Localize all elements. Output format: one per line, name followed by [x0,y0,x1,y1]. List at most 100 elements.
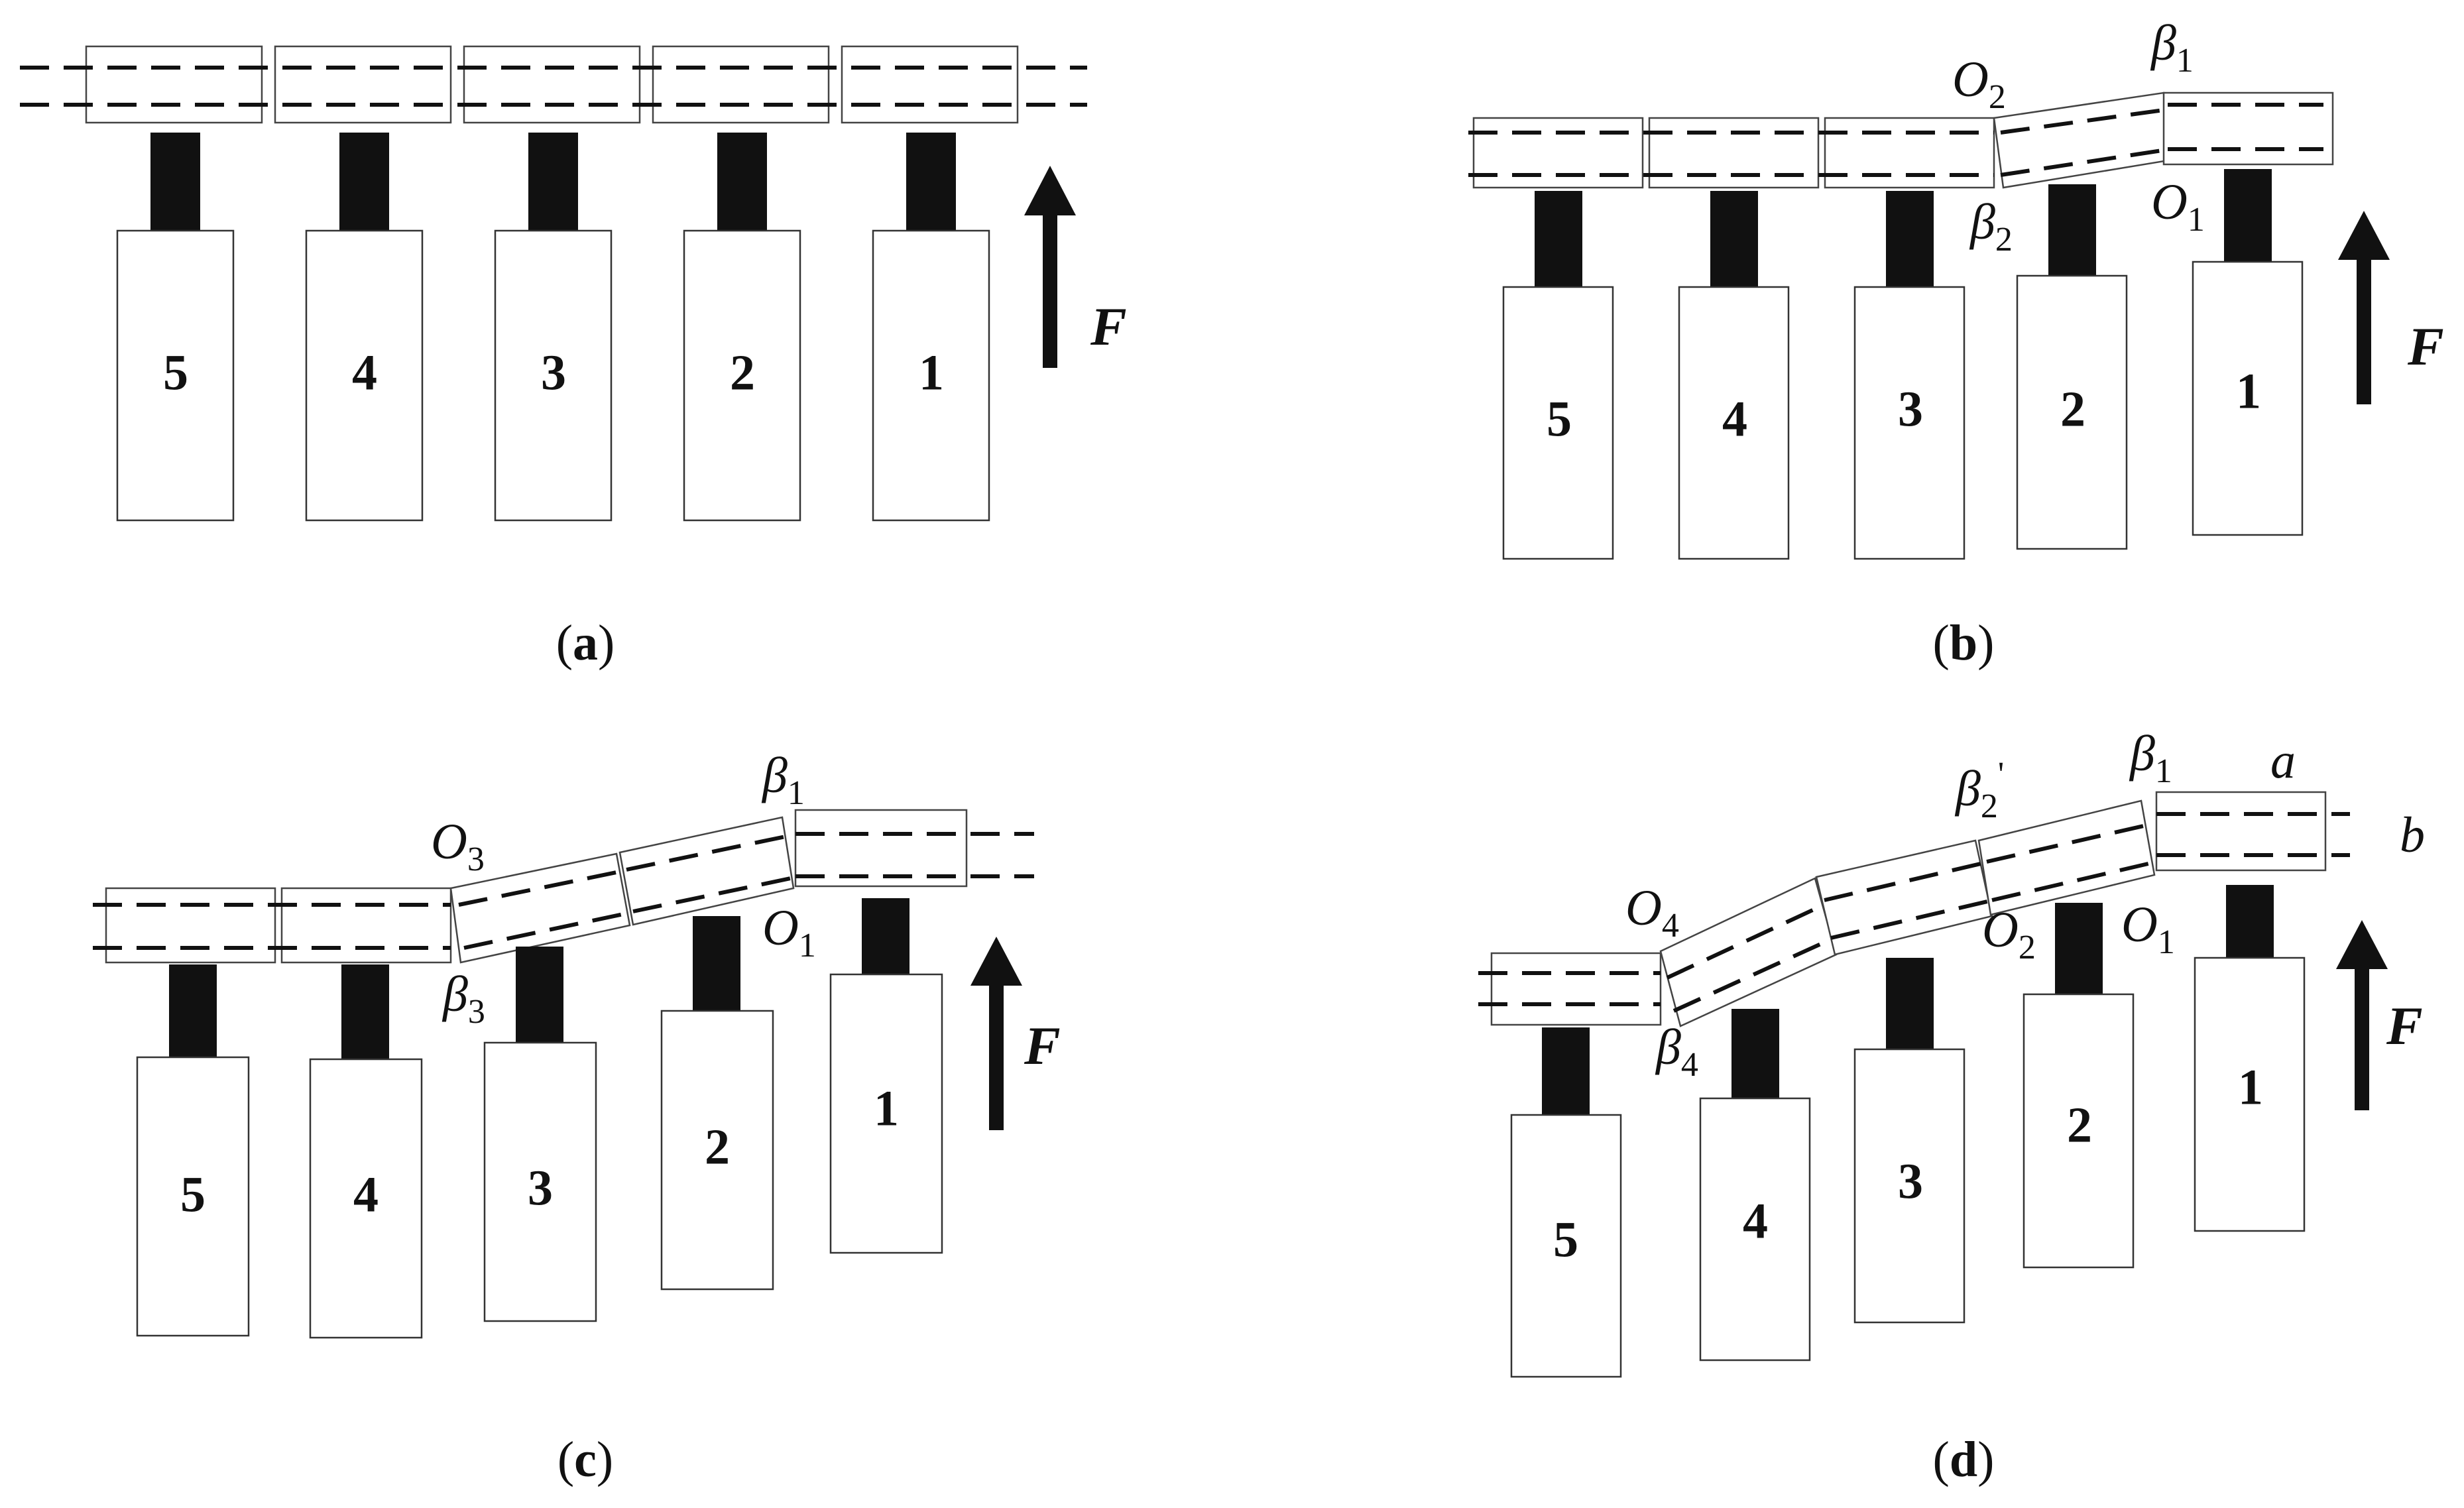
panel-c: 5 4 3 2 1 F β1 O3 O1 β3 [93,748,1061,1487]
label-O2: O2 [1952,52,2006,116]
panel-a: 5 4 3 2 1 F (a) [20,45,1127,671]
cylinder-body [1678,286,1790,560]
piston-rod [169,964,217,1057]
force-arrow-a: F [1024,166,1127,368]
piston-rod [906,133,956,231]
force-arrow-b: F [2338,211,2444,404]
cylinder-5: 5 [1502,191,1614,560]
beam-segment-1 [794,809,968,888]
cylinder-5: 5 [1510,1027,1622,1378]
cylinder-number: 4 [1722,391,1747,447]
beam-c [93,809,1034,964]
cylinder-body [1510,1114,1622,1378]
cylinder-4: 4 [1699,1009,1811,1362]
force-label: F [1090,296,1127,357]
cylinder-body [2192,261,2304,536]
cylinder-number: 2 [2067,1097,2092,1153]
label-O1: O1 [762,900,816,964]
cylinder-body [305,229,424,522]
piston-rod [528,133,578,231]
cylinder-body [660,1010,774,1291]
label-beta1: β1 [2129,726,2172,790]
label-b: b [2400,807,2425,863]
cylinder-body [872,229,990,522]
piston-rod [2055,903,2103,994]
cylinder-number: 2 [730,345,755,400]
beam-segment-3 [1815,839,1993,956]
cylinder-3: 3 [483,947,597,1322]
piston-rod [1542,1027,1590,1115]
beam-segment-4 [1648,117,1820,189]
dashed-line-tilted-top [2000,108,2164,135]
piston-rod [1886,191,1934,287]
label-beta2-prime: β2' [1954,756,2004,825]
cylinder-4: 4 [309,964,423,1339]
label-O4: O4 [1625,880,1679,945]
label-beta4: β4 [1655,1019,1698,1084]
cylinder-number: 3 [541,345,566,400]
panel-caption-b: (b) [1933,615,1995,671]
cylinder-1: 1 [2194,885,2306,1232]
cylinder-number: 1 [2238,1059,2263,1115]
beam-segment-2 [652,45,830,124]
beam-segment-3 [463,45,641,124]
cylinder-body [829,973,943,1254]
panel-d: 5 4 3 2 1 F β2' β1 a b [1478,726,2425,1487]
cylinder-2: 2 [2016,184,2128,550]
cylinder-3: 3 [494,133,613,522]
panel-b: 5 4 3 2 1 F O2 β1 β2 O1 [1468,15,2444,671]
piston-rod [2224,169,2272,262]
piston-rod [516,947,563,1043]
cylinder-number: 5 [1553,1212,1578,1267]
cylinder-4: 4 [305,133,424,522]
cylinder-1: 1 [2192,169,2304,536]
cylinder-body [683,229,801,522]
beam-segment-2 [618,816,795,926]
force-label: F [1024,1015,1061,1076]
panel-caption-a: (a) [556,615,615,671]
cylinder-number: 1 [874,1080,899,1136]
beam-segment-1 [841,45,1019,124]
cylinder-number: 3 [1898,1153,1923,1209]
cylinder-number: 5 [180,1167,205,1222]
cylinder-2: 2 [683,133,801,522]
beam-segment-4 [274,45,452,124]
cylinder-number: 4 [353,1167,379,1222]
cylinder-number: 3 [1898,381,1923,437]
cylinder-number: 4 [1743,1193,1768,1249]
cylinder-body [309,1058,423,1339]
cylinder-body [483,1041,597,1322]
force-arrow-c: F [970,937,1061,1130]
label-O1: O1 [2121,897,2175,961]
cylinder-number: 5 [1547,391,1572,447]
label-O1: O1 [2151,174,2205,239]
force-label: F [2386,996,2423,1056]
cylinder-number: 1 [2236,363,2261,419]
cylinder-3: 3 [1853,958,1965,1324]
piston-rod [1535,191,1582,287]
cylinder-number: 2 [705,1119,730,1175]
label-beta3: β3 [441,966,485,1031]
beam-d [1478,791,2350,1027]
piston-rod [150,133,200,231]
beam-segment-5 [1472,117,1644,189]
cylinder-3: 3 [1853,191,1965,560]
piston-rod [693,916,740,1011]
dashed-line-tilted-bottom [2000,148,2167,177]
piston-rod [341,964,389,1059]
piston-rod [2048,184,2096,276]
beam-a [20,45,1087,124]
beam-segment-3 [449,852,631,964]
cylinder-body [1853,1048,1965,1324]
piston-rod [1886,958,1934,1049]
label-beta2: β2 [1969,194,2013,259]
cylinder-body [2016,274,2128,550]
cylinder-body [136,1056,250,1337]
beam-segment-4 [280,887,452,964]
cylinder-number: 1 [919,345,944,400]
beam-segment-1 [2155,791,2327,872]
cylinder-number: 4 [352,345,377,400]
cylinder-number: 5 [163,345,188,400]
